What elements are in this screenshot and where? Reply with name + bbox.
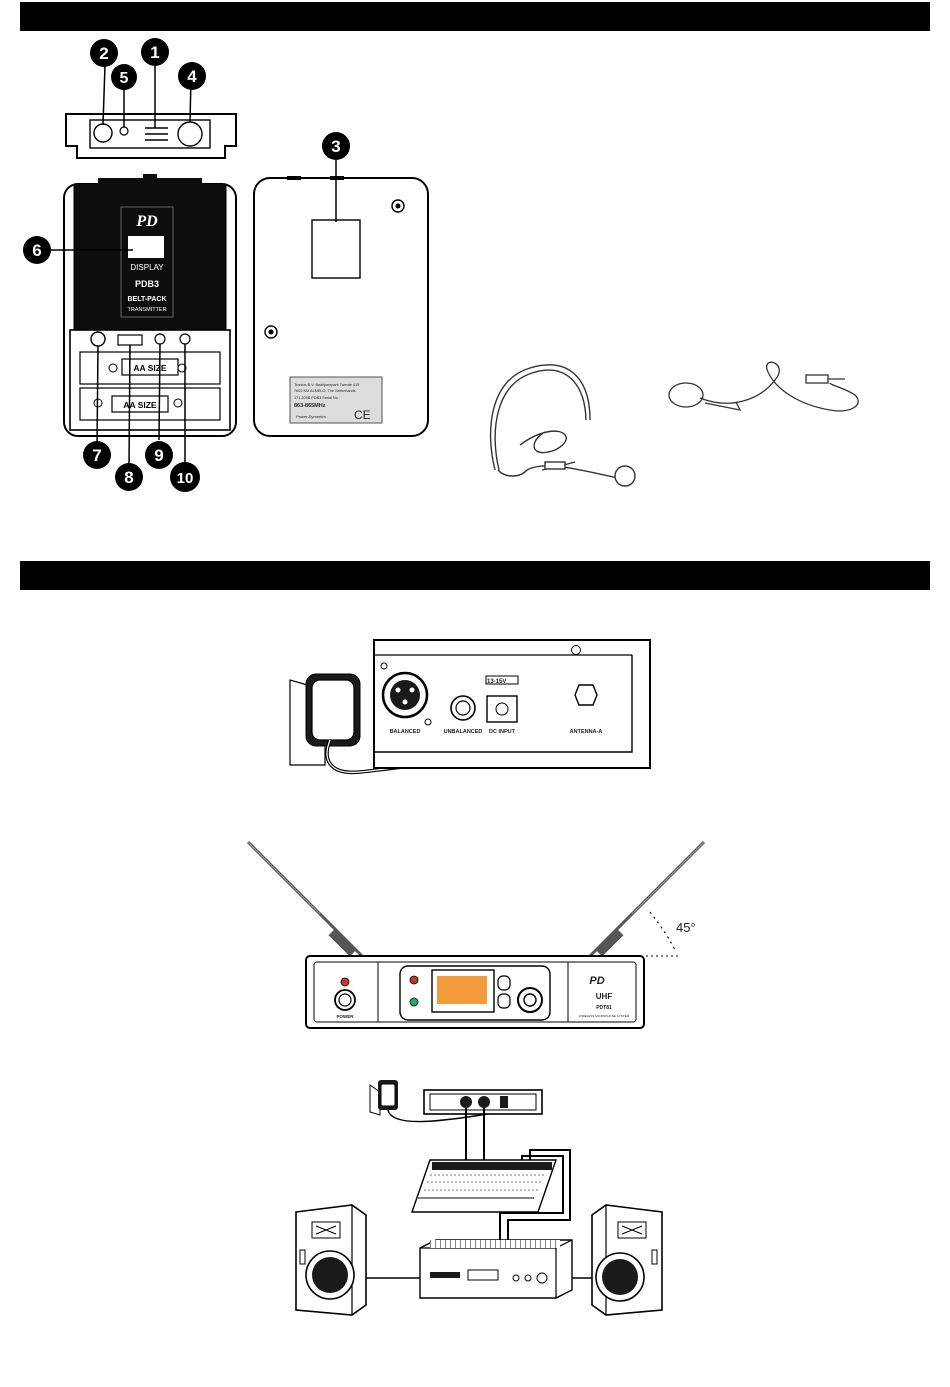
back-label-frequency: 863-865MHz (294, 403, 326, 409)
callout-7: 7 (92, 446, 101, 465)
receiver-model: PDT81 (596, 1005, 612, 1011)
lavalier-microphone (669, 362, 858, 411)
band-label: UHF (596, 992, 613, 1001)
callout-2: 2 (99, 44, 108, 63)
transmitter-type-line2: TRANSMITTER (127, 307, 166, 313)
antenna-angle: 45° (676, 920, 696, 935)
back-label-line1: Tronios B.V. Bedrijvenpark Twente 415 (294, 383, 359, 387)
callout-9: 9 (154, 446, 163, 465)
transmitter-back-view: Tronios B.V. Bedrijvenpark Twente 415 76… (254, 155, 428, 436)
transmitter-top-view (66, 55, 236, 158)
unbalanced-label: UNBALANCED (444, 729, 483, 735)
callout-8: 8 (124, 468, 133, 487)
headset-microphone (491, 365, 635, 486)
callout-6: 6 (32, 241, 41, 260)
battery-label-top: AA SIZE (133, 363, 167, 373)
back-label-brand: Power Dynamics (296, 414, 326, 419)
receiver-rear-panel: 13-15V BALANCED UNBALANCED DC INPUT ANTE… (290, 640, 650, 772)
ce-mark: CE (354, 408, 371, 422)
transmitter-model: PDB3 (135, 279, 159, 289)
display-label: DISPLAY (130, 263, 164, 272)
dc-input-label: DC INPUT (489, 729, 516, 735)
dc-rating: 13-15V (487, 679, 506, 685)
brand-logo: PD (135, 213, 158, 230)
battery-label-bottom: AA SIZE (123, 400, 157, 410)
callout-1: 1 (150, 43, 159, 62)
callout-3: 3 (331, 137, 340, 156)
transmitter-front-view: PD DISPLAY PDB3 BELT-PACK TRANSMITTER AA… (50, 174, 236, 464)
antenna-label: ANTENNA-A (570, 729, 603, 735)
receiver-front-panel: 45° POWER PD UHF PDT81 WIRELESS MICROPHO… (248, 842, 704, 1028)
system-connection-diagram (296, 1080, 662, 1315)
receiver-subtitle: WIRELESS MICROPHONE SYSTEM (579, 1014, 630, 1018)
receiver-brand-logo: PD (589, 975, 604, 987)
power-label: POWER (336, 1014, 354, 1019)
callout-5: 5 (120, 70, 129, 87)
back-label-line3: 171.209B PDB3 Serial No.: (294, 396, 340, 400)
back-label-line2: 7602 KM ALMELO, The Netherlands (294, 389, 356, 393)
transmitter-type-line1: BELT-PACK (127, 296, 166, 303)
balanced-label: BALANCED (390, 729, 421, 735)
callout-4: 4 (187, 67, 197, 86)
callout-10: 10 (177, 470, 194, 487)
